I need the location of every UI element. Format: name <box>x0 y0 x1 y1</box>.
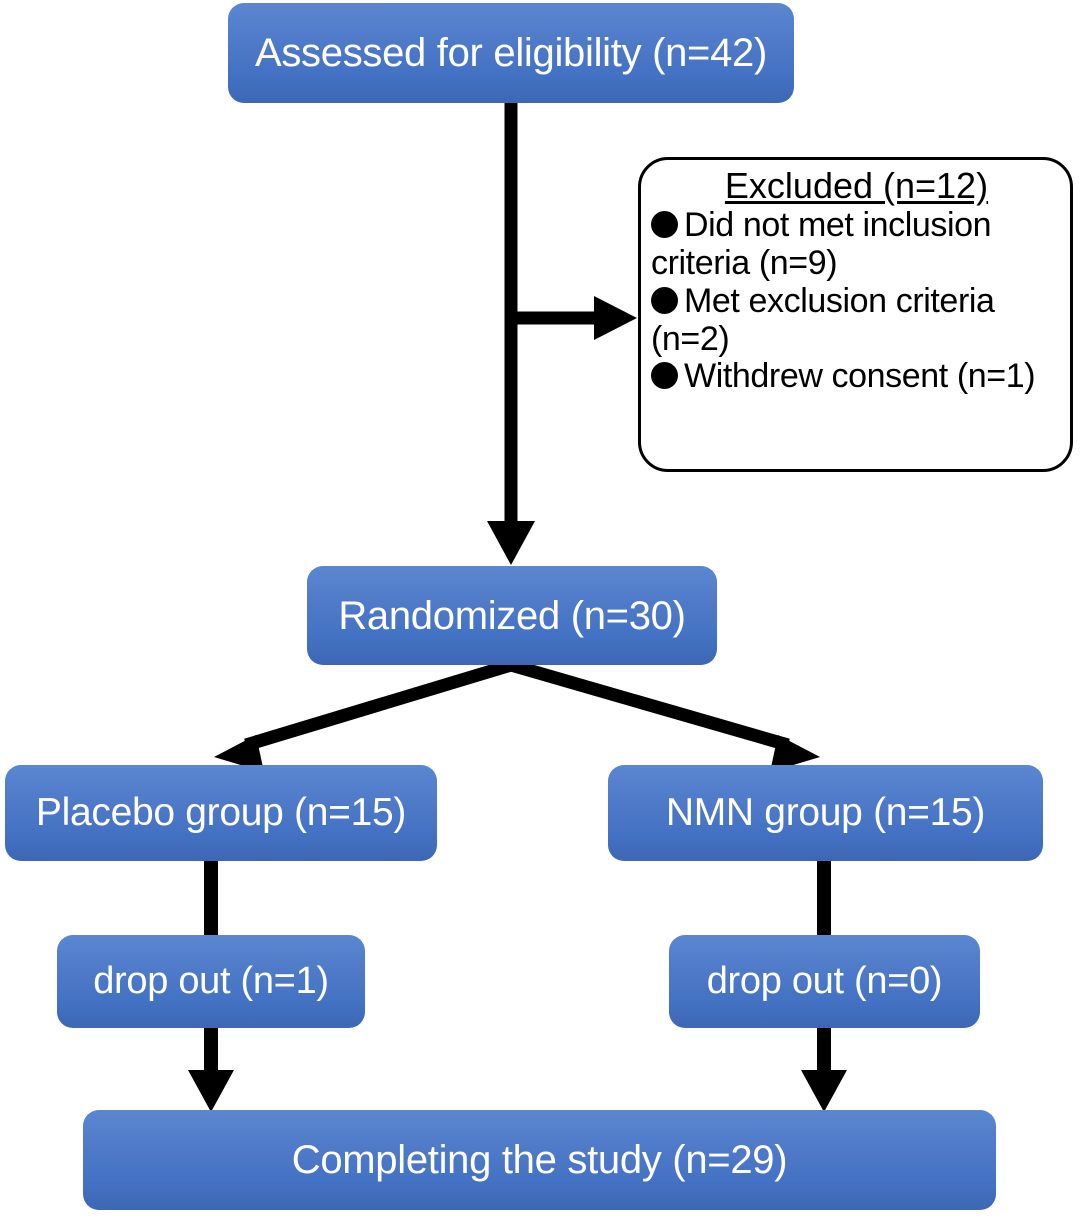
bullet-dot-icon <box>651 286 678 314</box>
edge-randomized-to-nmn <box>509 658 820 772</box>
node-placebo-group-label: Placebo group (n=15) <box>35 790 407 834</box>
excluded-reason-label: Did not met inclusion criteria (n=9) <box>651 206 992 283</box>
node-dropout-nmn: drop out (n=0) <box>669 935 980 1028</box>
excluded-reason-label: Met exclusion criteria (n=2) <box>651 281 995 358</box>
node-excluded-box: Excluded (n=12) Did not met inclusion cr… <box>638 157 1073 472</box>
edge-randomized-to-placebo <box>214 658 513 772</box>
excluded-reason-item: Met exclusion criteria (n=2) <box>651 281 1062 358</box>
excluded-reason-item: Did not met inclusion criteria (n=9) <box>651 207 1062 282</box>
node-assessed-label: Assessed for eligibility (n=42) <box>254 31 768 75</box>
bullet-dot-icon <box>651 211 678 239</box>
node-randomized: Randomized (n=30) <box>307 566 717 665</box>
excluded-reason-item: Withdrew consent (n=1) <box>651 357 1062 396</box>
edge-dropout-nmn-to-completing <box>801 1028 847 1112</box>
bullet-dot-icon <box>651 362 678 390</box>
edge-dropout-placebo-to-completing <box>188 1028 234 1112</box>
node-randomized-label: Randomized (n=30) <box>338 593 686 638</box>
node-completing-the-study: Completing the study (n=29) <box>83 1110 996 1210</box>
node-completing-label: Completing the study (n=29) <box>291 1138 788 1182</box>
node-placebo-group: Placebo group (n=15) <box>5 765 437 861</box>
excluded-title: Excluded (n=12) <box>724 165 989 206</box>
node-assessed-for-eligibility: Assessed for eligibility (n=42) <box>228 3 794 103</box>
node-nmn-group: NMN group (n=15) <box>608 765 1043 861</box>
edge-assessed-to-randomized <box>487 103 535 565</box>
node-dropout-placebo-label: drop out (n=1) <box>93 959 329 1002</box>
edge-assessed-to-excluded <box>511 296 637 340</box>
node-nmn-group-label: NMN group (n=15) <box>665 790 986 834</box>
node-dropout-placebo: drop out (n=1) <box>57 935 365 1028</box>
node-dropout-nmn-label: drop out (n=0) <box>706 959 943 1002</box>
excluded-reason-label: Withdrew consent (n=1) <box>684 357 1036 396</box>
